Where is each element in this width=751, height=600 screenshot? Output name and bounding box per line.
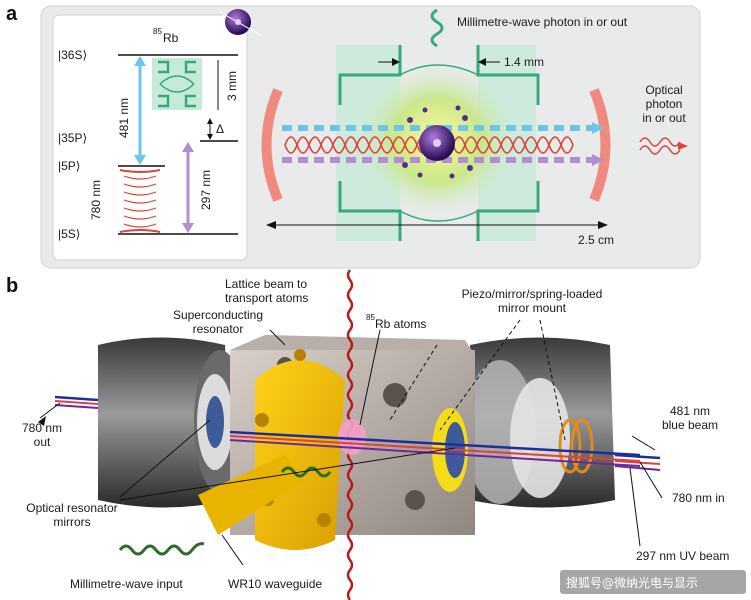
optical-mirrors-label-1: Optical resonator: [26, 501, 117, 515]
panel-a-label: a: [6, 3, 18, 25]
atoms-sup: 85: [366, 313, 375, 322]
optical-beams-b: [54, 395, 661, 471]
transition-481-arrow: [134, 56, 146, 165]
transition-780-wave: [119, 169, 161, 233]
dim-25cm-label: 2.5 cm: [578, 233, 614, 247]
lattice-label-1: Lattice beam to: [225, 277, 307, 291]
inset-cavity-icon: [152, 58, 202, 110]
optical-photon-icon: [639, 137, 681, 155]
mmwave-label: Millimetre-wave photon in or out: [457, 15, 628, 29]
superconducting-label-1: Superconducting: [173, 308, 263, 322]
leader-lines: [39, 319, 663, 566]
delta-label: Δ: [216, 122, 224, 136]
transition-297-label: 297 nm: [199, 170, 213, 210]
panel-b-label: b: [6, 275, 18, 297]
uv297-label: 297 nm UV beam: [636, 549, 729, 563]
in780-label: 780 nm in: [672, 491, 725, 505]
energy-levels: [118, 54, 238, 235]
transition-780-label: 780 nm: [89, 180, 103, 220]
blue-beam-label-1: 481 nm: [670, 404, 710, 418]
rydberg-atom-icon: [219, 9, 263, 37]
mmwave-coupled-icon: [280, 466, 332, 478]
dim-25cm-arrow: [266, 221, 608, 229]
level-5s-label: |5S⟩: [58, 227, 80, 241]
waveguide-label: WR10 waveguide: [228, 577, 322, 591]
delta-marker: [207, 118, 213, 140]
level-35p-label: |35P⟩: [58, 131, 87, 145]
isotope-sup: 85: [153, 27, 162, 36]
right-optical-mirror: [589, 88, 611, 202]
mm-input-label: Millimetre-wave input: [70, 577, 183, 591]
dim-3mm-label: 3 mm: [225, 71, 239, 101]
isotope-label: Rb: [163, 31, 179, 45]
out780-arrowhead: [38, 416, 46, 426]
left-mirror-mount: [98, 337, 246, 508]
mmwave-input-icon: [118, 542, 205, 556]
blue-beam-label-2: blue beam: [662, 418, 718, 432]
optical-label-2: photon: [646, 97, 683, 111]
piezo-label-2: mirror mount: [498, 301, 567, 315]
level-5p-label: |5P⟩: [58, 159, 80, 173]
right-mirror-mount: [464, 337, 615, 508]
level-36s-label: |36S⟩: [58, 48, 87, 62]
optical-label-1: Optical: [645, 83, 682, 97]
rb-atom-cloud: [338, 419, 366, 455]
optical-mirrors-label-2: mirrors: [53, 515, 90, 529]
transition-297-arrow: [182, 142, 194, 233]
transition-481-label: 481 nm: [117, 98, 131, 138]
atoms-label: Rb atoms: [375, 317, 426, 331]
out780-label-2: out: [34, 435, 51, 449]
watermark-bg: [560, 570, 746, 594]
dim-14mm-arrows: [378, 58, 500, 66]
superconducting-label-2: resonator: [193, 322, 244, 336]
mmwave-photon-icon: [430, 8, 444, 48]
optical-label-3: in or out: [642, 111, 686, 125]
dim-14mm-label: 1.4 mm: [504, 55, 544, 69]
optical-photon-arrowhead: [678, 142, 688, 150]
left-optical-mirror: [261, 88, 283, 202]
watermark: 搜狐号@微纳光电与显示: [566, 575, 698, 590]
atom-cloud-icon: [402, 105, 473, 179]
lattice-label-2: transport atoms: [225, 291, 308, 305]
out780-label-1: 780 nm: [22, 421, 62, 435]
piezo-label-1: Piezo/mirror/spring-loaded: [462, 287, 603, 301]
